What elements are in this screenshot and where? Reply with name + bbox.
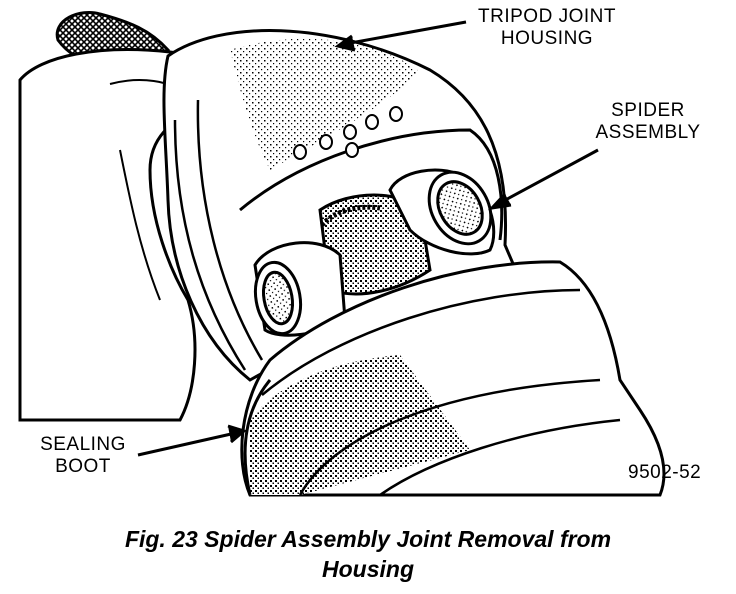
boot-label-line1: SEALING [40, 434, 126, 455]
figure-caption: Fig. 23 Spider Assembly Joint Removal fr… [40, 524, 696, 584]
caption-line1: Fig. 23 Spider Assembly Joint Removal fr… [124, 526, 612, 552]
sealing-boot [240, 260, 666, 497]
spider-label-line1: SPIDER [611, 100, 685, 121]
leader-lines [137, 20, 599, 457]
figure-code: 9502-52 [628, 462, 702, 483]
caption-line2: Housing [322, 556, 414, 582]
boot-label-line2: BOOT [55, 456, 111, 477]
spider-assembly-label: SPIDER ASSEMBLY [588, 100, 708, 144]
gloved-hand [18, 11, 252, 422]
spider-assembly [253, 168, 496, 337]
sealing-boot-label: SEALING BOOT [28, 434, 138, 478]
spider-label-line2: ASSEMBLY [595, 122, 701, 143]
tripod-label-line2: HOUSING [500, 28, 594, 49]
tripod-joint-housing-label: TRIPOD JOINT HOUSING [462, 6, 632, 50]
tripod-label-line1: TRIPOD JOINT [478, 6, 616, 27]
